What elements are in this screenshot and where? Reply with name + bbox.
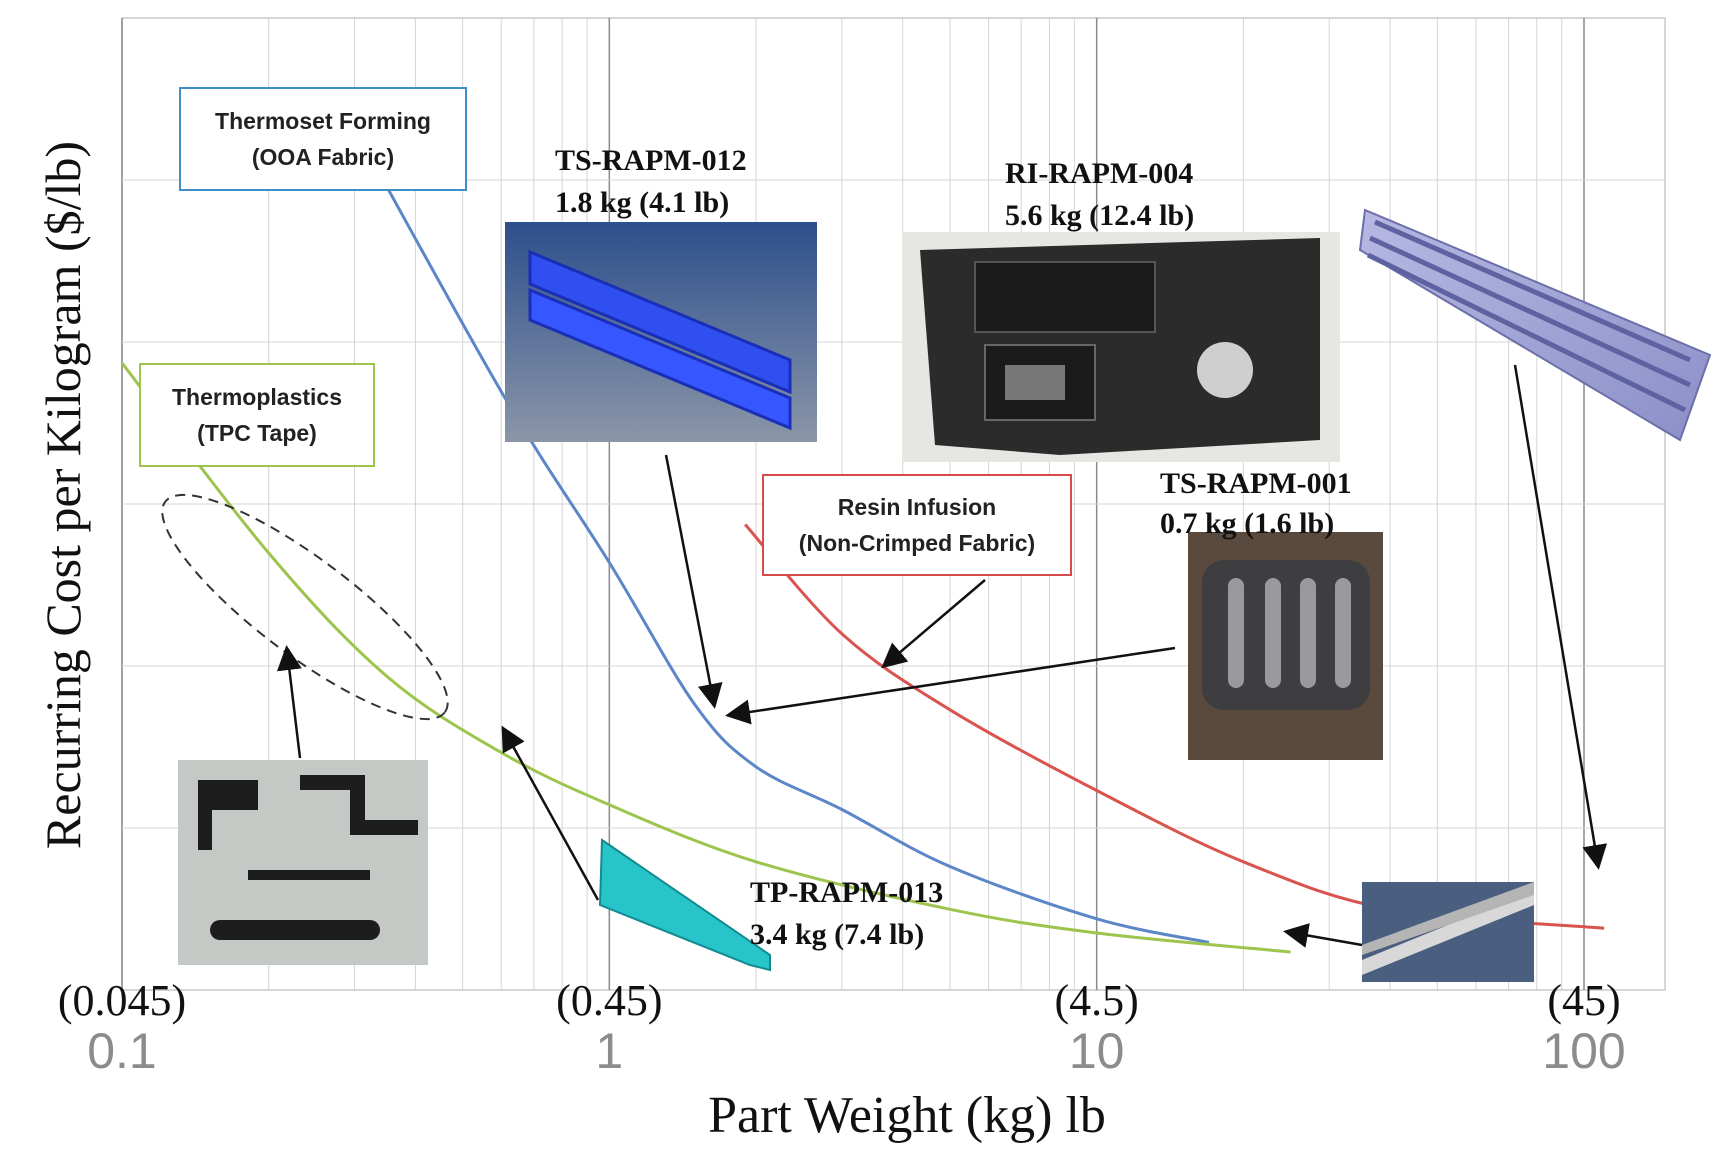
x-tick-alt-label: (0.045) (58, 976, 186, 1025)
x-tick-label: 100 (1542, 1023, 1625, 1079)
x-tick-alt-label: (45) (1547, 976, 1620, 1025)
part-image-ts-rapm-001 (1188, 532, 1383, 760)
x-axis-label: Part Weight (kg) lb (708, 1087, 1106, 1144)
legend-box-thermoplastic: Thermoplastics (TPC Tape) (139, 363, 375, 467)
part-image-stiffener-panel (1358, 208, 1712, 442)
arrow-ts-rapm-012 (664, 454, 723, 709)
annotation-arrows (276, 364, 1608, 948)
x-tick-label: 10 (1069, 1023, 1125, 1079)
legend-thermoset-line2: (OOA Fabric) (252, 144, 394, 170)
annotation-ts-rapm-012-name: TS-RAPM-012 (555, 144, 747, 177)
arrow-tp-rapm-013 (501, 725, 600, 901)
arrow-resin-infusion (881, 579, 986, 669)
legend-box-resin-infusion: Resin Infusion (Non-Crimped Fabric) (762, 474, 1072, 576)
x-tick-label: 1 (595, 1023, 623, 1079)
arrow-channel (1283, 923, 1363, 948)
arrow-ts-rapm-001 (725, 646, 1176, 725)
arrow-brackets (276, 645, 302, 759)
highlight-ellipse (161, 493, 449, 721)
part-image-channel-photo (1362, 882, 1534, 982)
annotation-tp-rapm-013-name: TP-RAPM-013 (750, 876, 943, 909)
x-tick-labels: (0.045)0.1 (0.45)1 (4.5)10 (45)100 (58, 976, 1626, 1079)
annotation-tp-rapm-013-weight: 3.4 kg (7.4 lb) (750, 918, 924, 951)
annotation-ts-rapm-001-weight: 0.7 kg (1.6 lb) (1160, 507, 1334, 540)
y-axis-label: Recurring Cost per Kilogram ($/lb) (35, 141, 91, 849)
legend-thermoplastic-line1: Thermoplastics (172, 384, 342, 410)
part-image-tp-rapm-013 (598, 838, 771, 972)
annotation-ts-rapm-012-weight: 1.8 kg (4.1 lb) (555, 186, 729, 219)
legend-thermoplastic-line2: (TPC Tape) (197, 420, 317, 446)
arrow-stiffener-panel (1513, 364, 1608, 870)
legend-resin-line1: Resin Infusion (838, 494, 996, 520)
x-tick-alt-label: (4.5) (1055, 976, 1139, 1025)
series-line-thermoset (330, 86, 1210, 944)
legend-resin-line2: (Non-Crimped Fabric) (799, 530, 1035, 556)
annotation-ts-rapm-001-name: TS-RAPM-001 (1160, 467, 1352, 500)
series-line-thermoplastic (120, 362, 1291, 954)
annotation-ri-rapm-004-weight: 5.6 kg (12.4 lb) (1005, 199, 1194, 232)
x-tick-label: 0.1 (87, 1023, 157, 1079)
part-image-ri-rapm-004 (902, 232, 1340, 462)
legend-thermoset-line1: Thermoset Forming (215, 108, 431, 134)
x-tick-alt-label: (0.45) (556, 976, 662, 1025)
annotation-ri-rapm-004-name: RI-RAPM-004 (1005, 157, 1193, 190)
legend-box-thermoset: Thermoset Forming (OOA Fabric) (179, 87, 467, 191)
part-image-thermoplastic-brackets (178, 760, 428, 965)
part-image-ts-rapm-012 (505, 222, 817, 442)
